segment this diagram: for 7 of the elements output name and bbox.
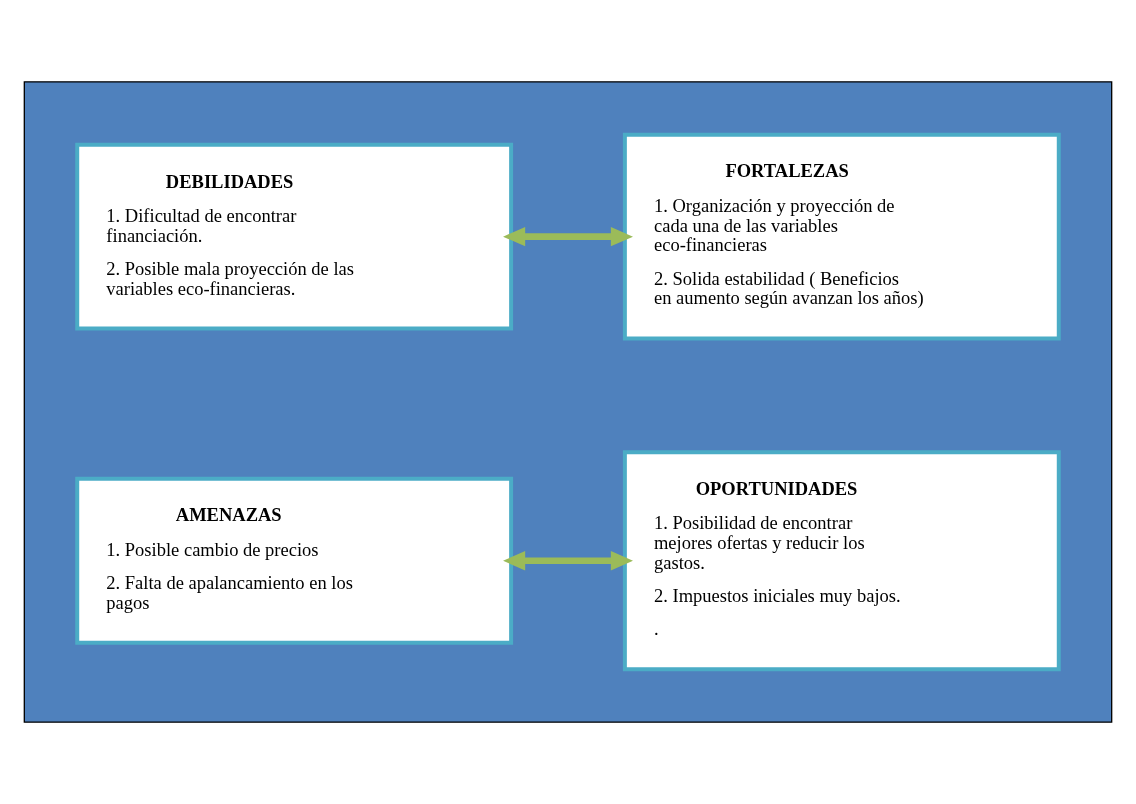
node-box: OPORTUNIDADES 1. Posibilidad de encontrar mejores ofertas y reducir los gastos. 2. Impuestos iniciales muy bajos. .: [622, 450, 1061, 672]
cluster: [23, 81, 1113, 723]
arrow: [503, 551, 633, 571]
node-box: AMENAZAS 1. Posible cambio de precios 2. Falta de apalancamiento en los pagos: [75, 476, 514, 645]
node-box: DEBILIDADES 1. Dificultad de encontrar financiación. 2. Posible mala proyección de las variables eco-financieras.: [75, 142, 514, 331]
node-box: FORTALEZAS 1. Organización y proyección de cada una de las variables eco-financieras 2. Solida estabilidad ( Beneficios en aumento según avanzan los años): [622, 132, 1061, 341]
arrow: [503, 226, 633, 247]
